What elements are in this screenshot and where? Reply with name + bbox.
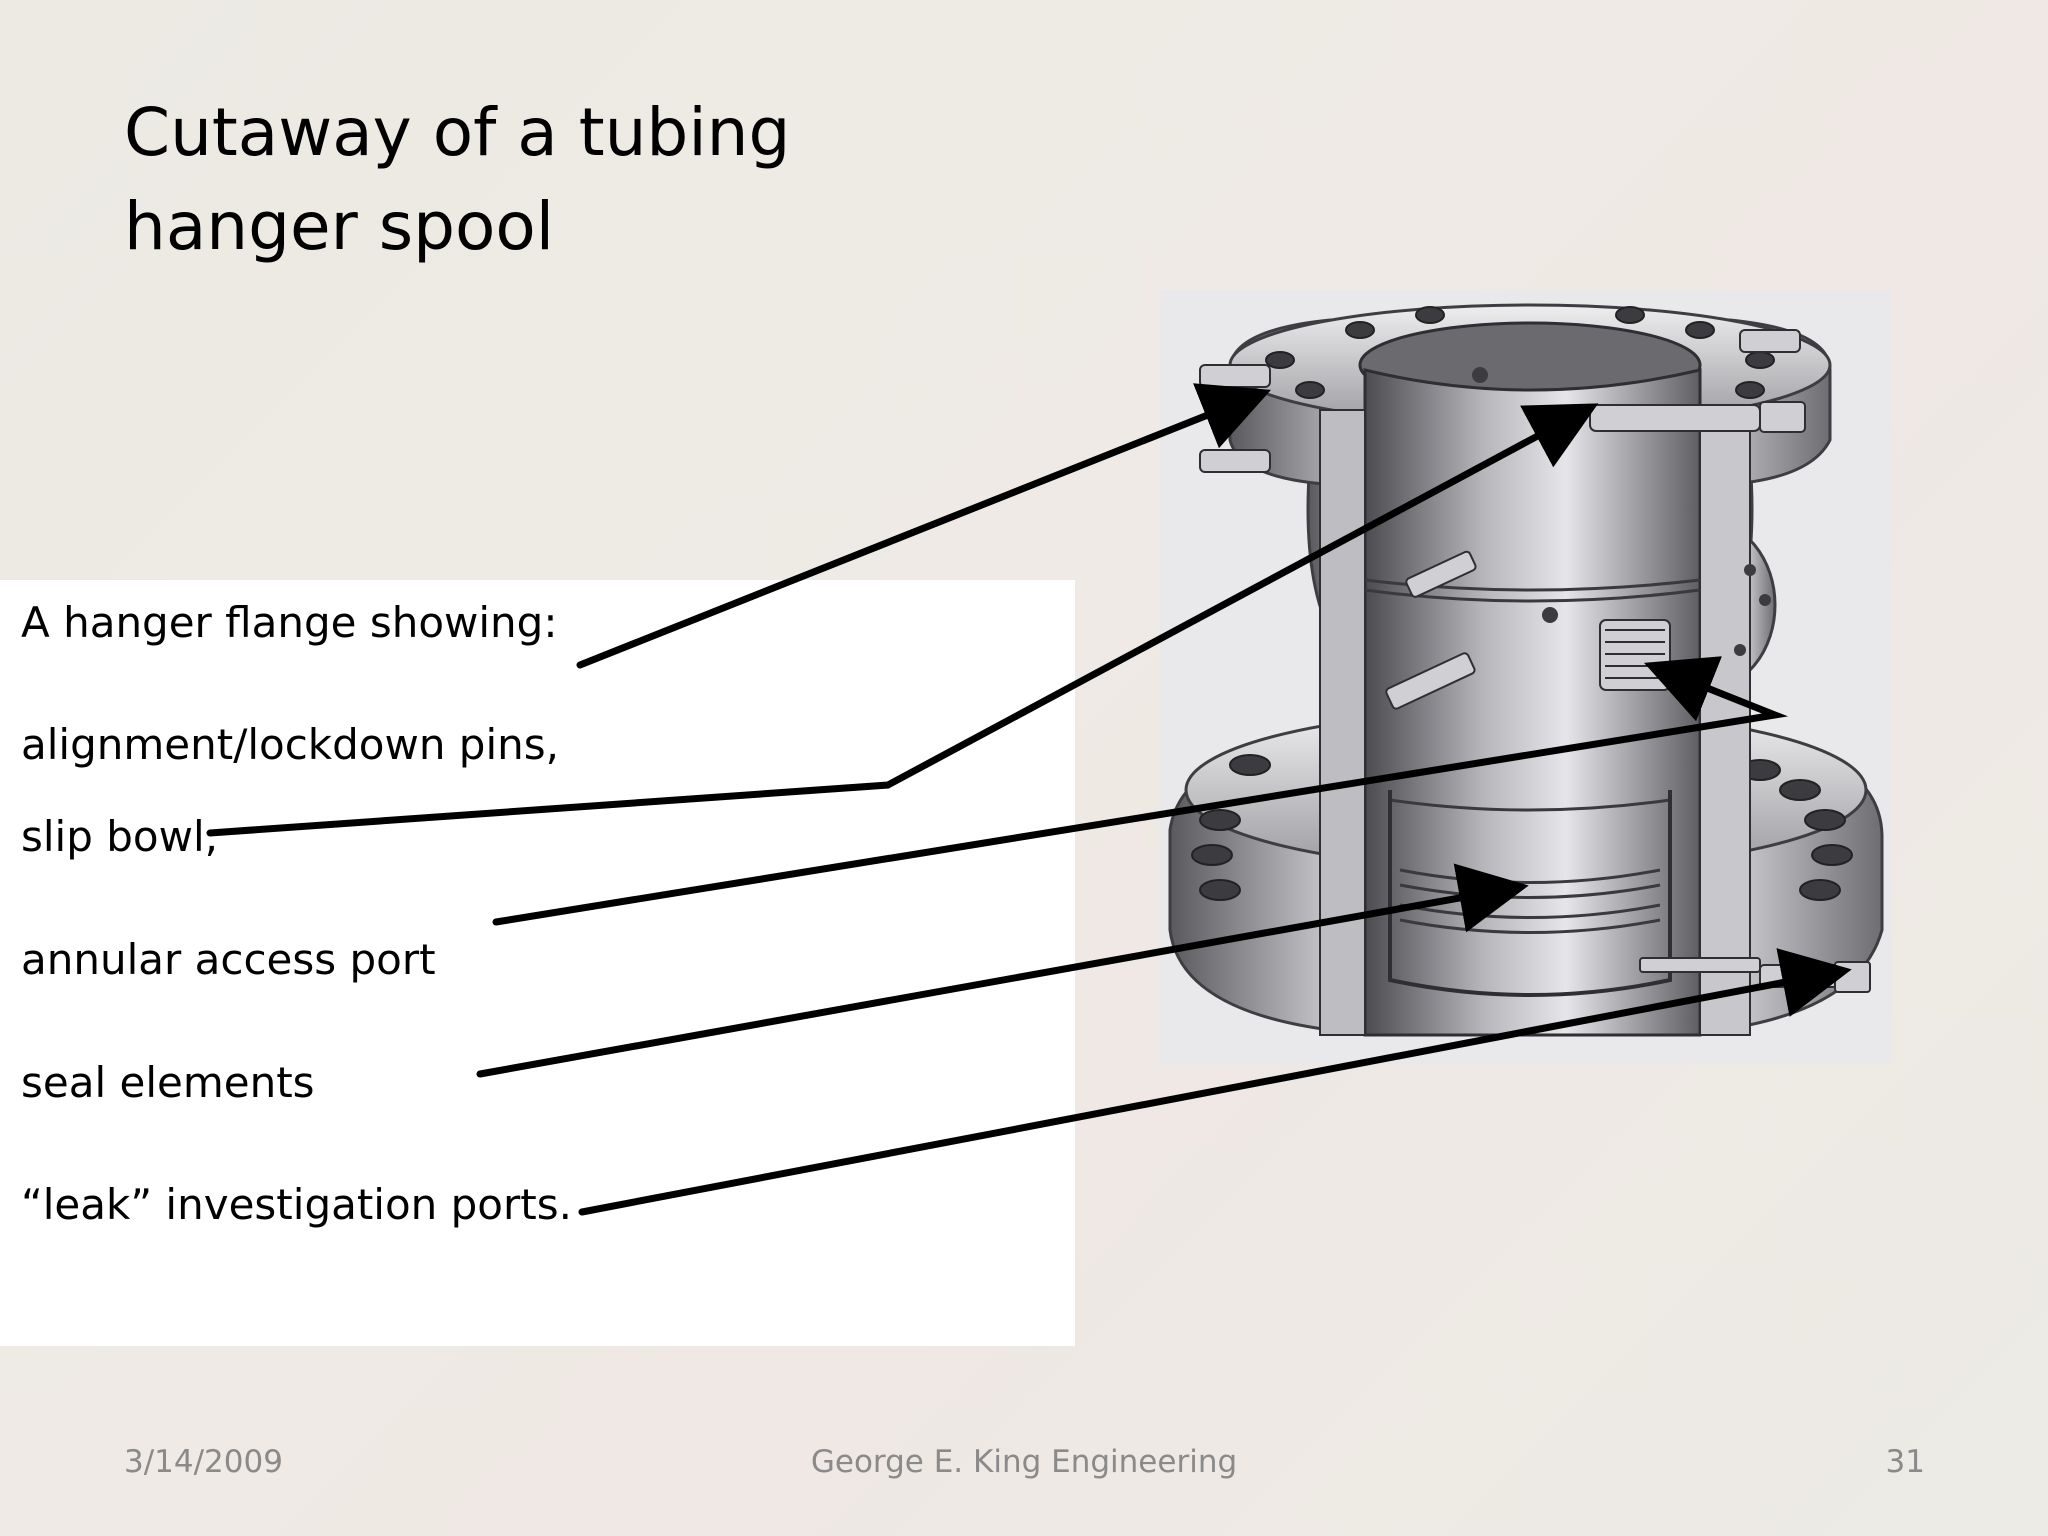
label-seal-elements: seal elements [21, 1058, 315, 1107]
slide-title-line-2: hanger spool [124, 188, 555, 265]
label-intro: A hanger flange showing: [21, 598, 558, 647]
label-slip-bowl: slip bowl, [21, 812, 218, 861]
label-pins: alignment/lockdown pins, [21, 720, 559, 769]
slide-title: Cutaway of a tubing hanger spool [124, 86, 790, 274]
label-annular-port: annular access port [21, 935, 436, 984]
text-panel: A hanger flange showing: alignment/lockd… [0, 580, 1075, 1346]
footer-page-number: 31 [1885, 1444, 1925, 1480]
label-leak-ports: “leak” investigation ports. [21, 1180, 572, 1229]
footer-date: 3/14/2009 [124, 1444, 283, 1480]
slide-title-line-1: Cutaway of a tubing [124, 94, 791, 171]
tubing-hanger-spool-cutaway-image [1160, 290, 1892, 1064]
footer-company: George E. King Engineering [810, 1444, 1238, 1480]
